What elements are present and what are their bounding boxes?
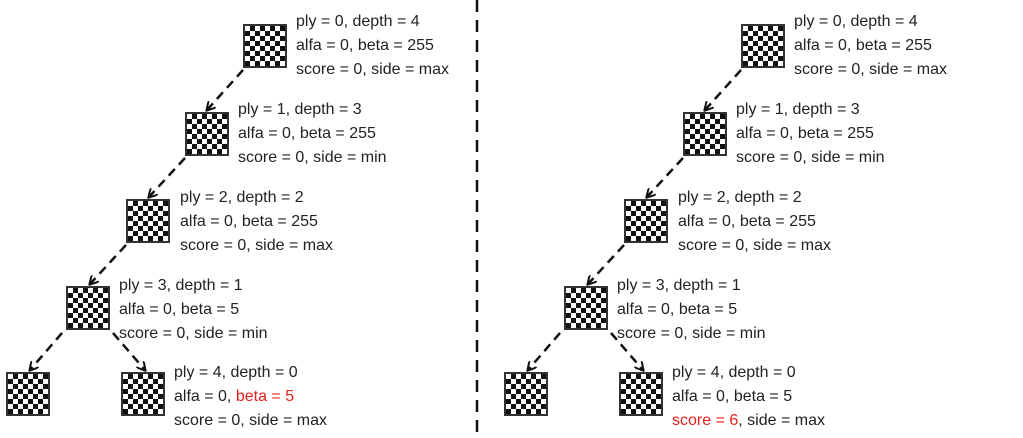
node-label-line: alfa = 0, beta = 5 <box>617 298 766 322</box>
label-text: alfa = 0, beta = 255 <box>296 37 434 54</box>
node-label-line: alfa = 0, beta = 255 <box>238 122 387 146</box>
chessboard-icon <box>504 372 548 416</box>
node-label: ply = 3, depth = 1 alfa = 0, beta = 5 scor… <box>119 274 268 346</box>
label-text: ply = 3, depth = 1 <box>119 277 243 294</box>
node-label-line: alfa = 0, beta = 5 <box>119 298 268 322</box>
label-text: score = 0, side = max <box>180 237 333 254</box>
node-label-line: ply = 2, depth = 2 <box>678 186 831 210</box>
node-label: ply = 1, depth = 3 alfa = 0, beta = 255 sc… <box>736 98 885 170</box>
highlighted-value: score = 6 <box>672 412 739 429</box>
label-text: score = 0, side = max <box>296 61 449 78</box>
label-text: ply = 1, depth = 3 <box>736 101 860 118</box>
node-label-line: score = 0, side = max <box>180 234 333 258</box>
chessboard-icon <box>185 112 229 156</box>
label-text: ply = 2, depth = 2 <box>678 189 802 206</box>
node-label-line: score = 0, side = max <box>794 58 947 82</box>
node-label: ply = 4, depth = 0 alfa = 0, beta = 5 scor… <box>672 361 825 433</box>
label-text: alfa = 0, <box>174 388 236 405</box>
node-label-line: alfa = 0, beta = 5 <box>174 385 327 409</box>
node-label: ply = 2, depth = 2 alfa = 0, beta = 255 sc… <box>180 186 333 258</box>
edge-arrow <box>112 332 145 370</box>
edge-arrow <box>90 244 127 284</box>
node-label-line: score = 0, side = max <box>296 58 449 82</box>
label-text: alfa = 0, beta = 255 <box>736 125 874 142</box>
label-text: ply = 4, depth = 0 <box>174 364 298 381</box>
label-text: alfa = 0, beta = 255 <box>238 125 376 142</box>
label-text: ply = 3, depth = 1 <box>617 277 741 294</box>
node-label: ply = 2, depth = 2 alfa = 0, beta = 255 sc… <box>678 186 831 258</box>
node-label-line: ply = 4, depth = 0 <box>672 361 825 385</box>
edge-arrow <box>149 157 186 197</box>
chessboard-icon <box>6 372 50 416</box>
edge-arrow <box>588 244 625 284</box>
label-text: alfa = 0, beta = 5 <box>119 301 240 318</box>
node-label: ply = 3, depth = 1 alfa = 0, beta = 5 scor… <box>617 274 766 346</box>
node-label-line: ply = 3, depth = 1 <box>119 274 268 298</box>
edge-arrow <box>207 69 244 110</box>
label-text: ply = 4, depth = 0 <box>672 364 796 381</box>
node-label-line: alfa = 0, beta = 255 <box>296 34 449 58</box>
label-text: score = 0, side = max <box>794 61 947 78</box>
node-label-line: ply = 1, depth = 3 <box>736 98 885 122</box>
node-label-line: ply = 0, depth = 4 <box>794 10 947 34</box>
chessboard-icon <box>243 24 287 68</box>
highlighted-value: beta = 5 <box>235 388 295 405</box>
edge-arrow <box>528 332 561 370</box>
label-text: alfa = 0, beta = 255 <box>794 37 932 54</box>
chessboard-icon <box>624 199 668 243</box>
node-label-line: ply = 2, depth = 2 <box>180 186 333 210</box>
chessboard-icon <box>121 372 165 416</box>
label-text: ply = 2, depth = 2 <box>180 189 304 206</box>
node-label-line: alfa = 0, beta = 255 <box>180 210 333 234</box>
label-text: alfa = 0, beta = 5 <box>672 388 793 405</box>
node-label: ply = 4, depth = 0 alfa = 0, beta = 5 scor… <box>174 361 327 433</box>
label-text: score = 0, side = min <box>119 325 268 342</box>
edge-arrow <box>610 332 643 370</box>
label-text: ply = 0, depth = 4 <box>296 13 420 30</box>
label-text: ply = 1, depth = 3 <box>238 101 362 118</box>
node-label-line: alfa = 0, beta = 5 <box>672 385 825 409</box>
node-label-line: score = 0, side = min <box>736 146 885 170</box>
node-label-line: score = 0, side = max <box>678 234 831 258</box>
label-text: alfa = 0, beta = 5 <box>617 301 738 318</box>
edge-arrow <box>30 332 63 370</box>
node-label-line: alfa = 0, beta = 255 <box>794 34 947 58</box>
label-text: score = 0, side = min <box>617 325 766 342</box>
label-text: score = 0, side = min <box>238 149 387 166</box>
node-label-line: alfa = 0, beta = 255 <box>736 122 885 146</box>
node-label-line: score = 0, side = min <box>238 146 387 170</box>
label-text: alfa = 0, beta = 255 <box>678 213 816 230</box>
label-text: score = 0, side = max <box>678 237 831 254</box>
chessboard-icon <box>741 24 785 68</box>
node-label-line: ply = 0, depth = 4 <box>296 10 449 34</box>
node-label-line: ply = 1, depth = 3 <box>238 98 387 122</box>
chessboard-icon <box>564 286 608 330</box>
label-text: ply = 0, depth = 4 <box>794 13 918 30</box>
label-text: score = 0, side = max <box>174 412 327 429</box>
chessboard-icon <box>683 112 727 156</box>
label-text: score = 0, side = min <box>736 149 885 166</box>
node-label: ply = 0, depth = 4 alfa = 0, beta = 255 sc… <box>794 10 947 82</box>
node-label-line: alfa = 0, beta = 255 <box>678 210 831 234</box>
node-label-line: ply = 4, depth = 0 <box>174 361 327 385</box>
chessboard-icon <box>619 372 663 416</box>
chessboard-icon <box>126 199 170 243</box>
node-label-line: ply = 3, depth = 1 <box>617 274 766 298</box>
label-text: alfa = 0, beta = 255 <box>180 213 318 230</box>
chessboard-icon <box>66 286 110 330</box>
node-label: ply = 0, depth = 4 alfa = 0, beta = 255 sc… <box>296 10 449 82</box>
label-text: , side = max <box>738 412 825 429</box>
node-label-line: score = 0, side = min <box>617 322 766 346</box>
node-label-line: score = 6, side = max <box>672 409 825 433</box>
node-label: ply = 1, depth = 3 alfa = 0, beta = 255 sc… <box>238 98 387 170</box>
edge-arrow <box>705 69 742 110</box>
node-label-line: score = 0, side = max <box>174 409 327 433</box>
edge-arrow <box>647 157 684 197</box>
node-label-line: score = 0, side = min <box>119 322 268 346</box>
